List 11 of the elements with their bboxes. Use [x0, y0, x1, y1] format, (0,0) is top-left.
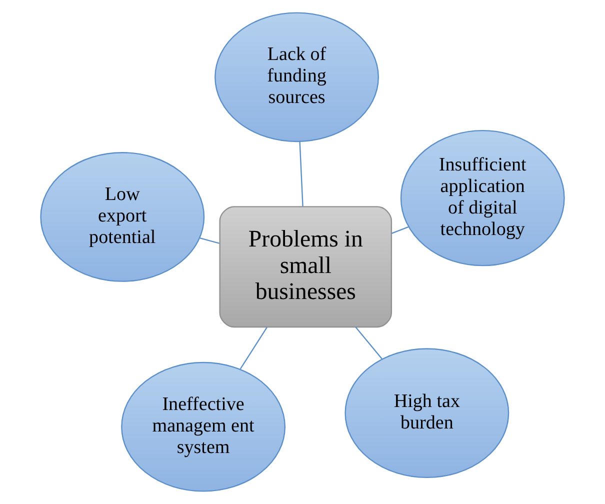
connector [240, 327, 268, 370]
node-ellipse: High tax burden [344, 348, 510, 478]
node-ellipse: Ineffective managem ent system [121, 362, 286, 492]
connector [200, 237, 220, 244]
connector [299, 142, 304, 206]
node-ellipse: Low export potential [40, 152, 205, 282]
node-box: Problems in small businesses [219, 206, 392, 328]
connector [391, 226, 409, 234]
node-ellipse: Lack of funding sources [214, 12, 379, 142]
connector [355, 326, 383, 360]
node-ellipse: Insufficient application of digital technology [400, 130, 565, 266]
